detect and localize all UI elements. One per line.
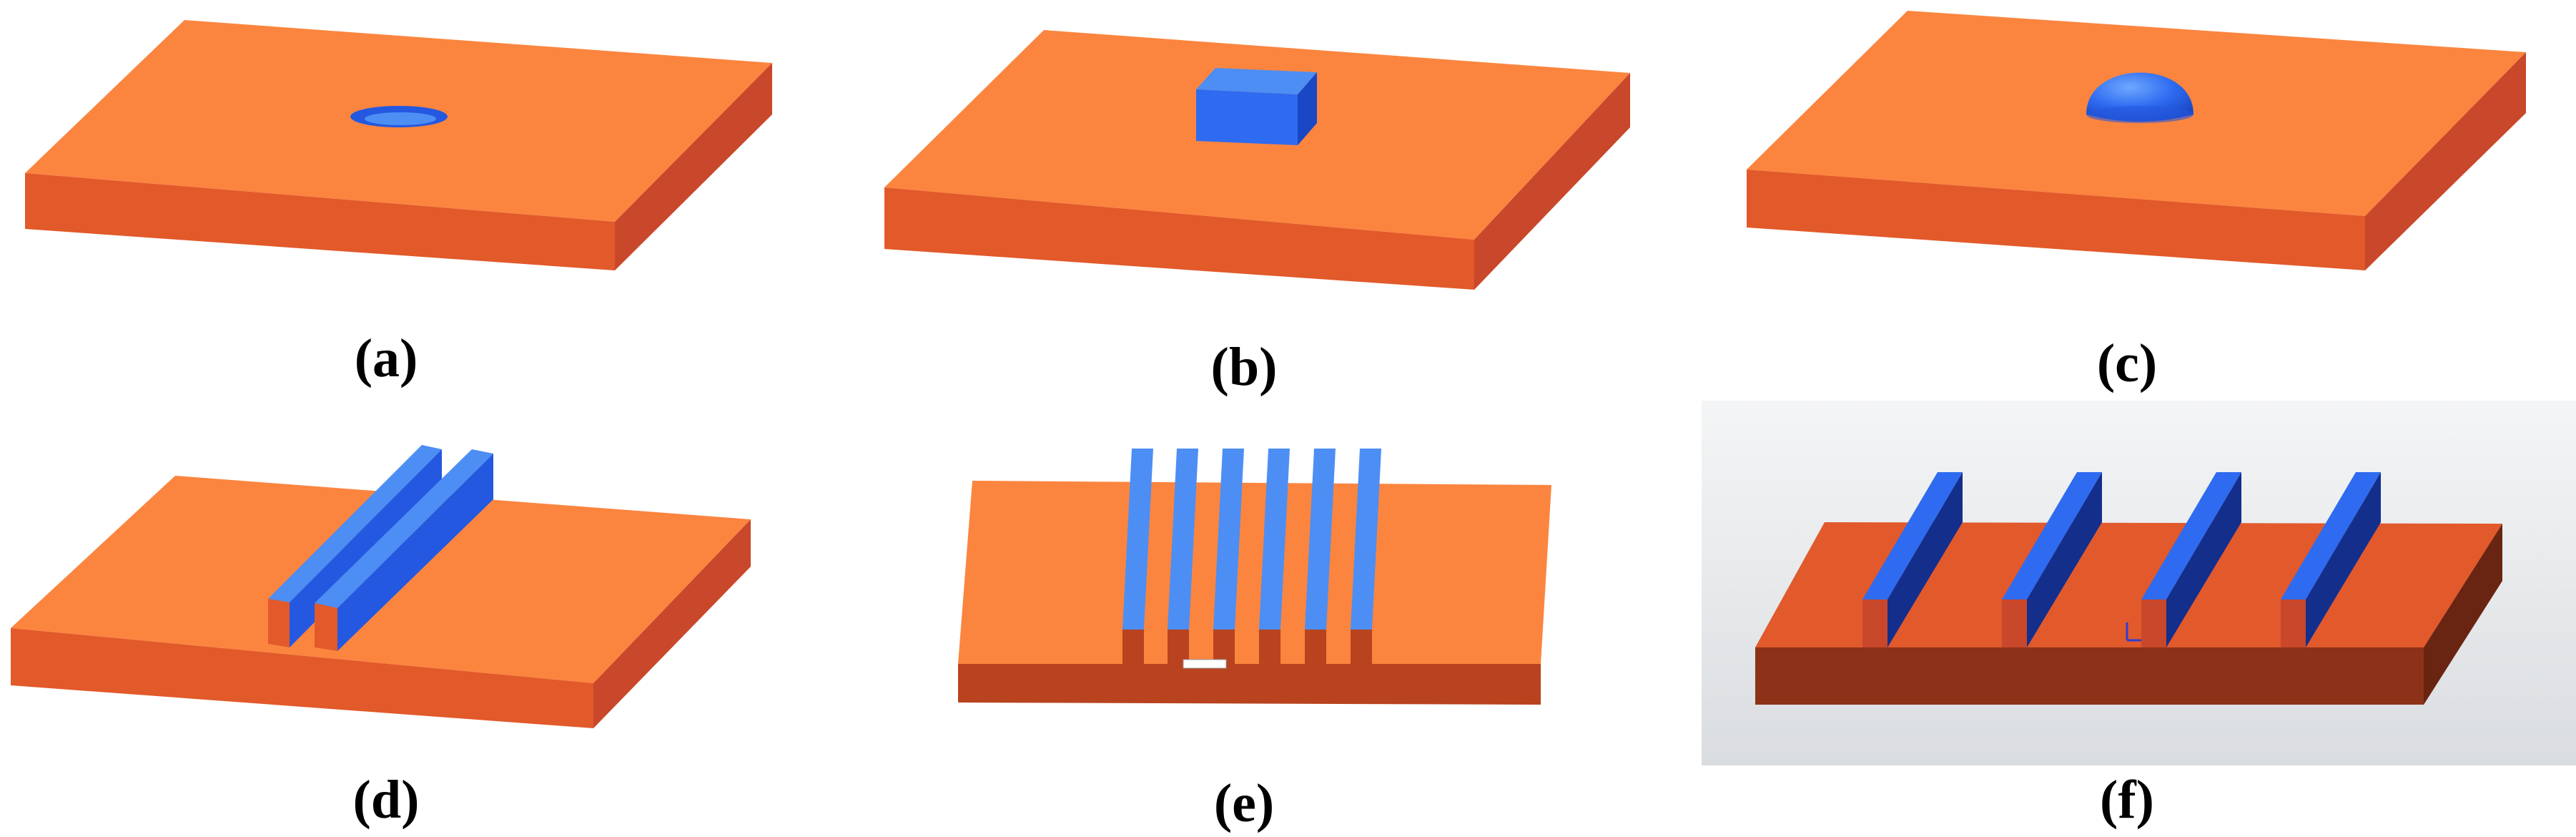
- panel-c-dome-base: [2086, 106, 2193, 123]
- panel-e-diagram: [958, 449, 1551, 705]
- panel-label-a: (a): [354, 328, 418, 388]
- panel-d-substrate-front: [11, 628, 593, 728]
- panel-d-rib-1-top: [268, 445, 442, 602]
- panel-label-f: (f): [2100, 770, 2154, 830]
- panel-label-b: (b): [1210, 337, 1278, 397]
- panel-f-fin-4: [2281, 472, 2381, 647]
- panel-e-rib-5: [1305, 449, 1336, 664]
- panel-f-substrate-front: [1755, 647, 2424, 705]
- panel-c-substrate-front: [1747, 170, 2365, 270]
- panel-e-rib-6: [1351, 449, 1381, 664]
- panel-f-fin-3: [2141, 472, 2241, 647]
- panel-f-axis-marker: [2126, 622, 2141, 642]
- panel-d-substrate-side: [593, 519, 751, 728]
- panel-b-cuboid-side: [1298, 72, 1317, 145]
- panel-c-substrate-side: [2365, 52, 2526, 270]
- panel-e-small-tag: [1183, 659, 1227, 669]
- panel-f-fin-2: [2002, 472, 2102, 647]
- panel-e-rib-3: [1213, 449, 1244, 664]
- panel-b-diagram: [884, 30, 1630, 290]
- panel-f-substrate-side: [2424, 524, 2502, 705]
- panel-b-substrate-side: [1474, 73, 1630, 290]
- panel-b-substrate-front: [884, 187, 1474, 290]
- panel-a-substrate-side: [615, 63, 772, 270]
- panel-e-rib-4: [1259, 449, 1290, 664]
- panel-d-rib-1-face: [268, 599, 290, 647]
- panel-e-substrate-top: [958, 481, 1551, 664]
- panel-b-cuboid-top: [1196, 68, 1317, 94]
- panel-a-dimple-inner: [365, 112, 436, 125]
- panel-d-rib-2-face: [315, 603, 337, 651]
- panel-d-rib-2-top: [315, 449, 493, 608]
- panel-f-fin-1: [1862, 472, 1963, 647]
- panel-e-rib-1: [1122, 449, 1153, 664]
- panel-label-d: (d): [352, 770, 420, 830]
- panel-label-e: (e): [1213, 773, 1275, 833]
- panel-a-substrate-front: [25, 173, 615, 270]
- panel-a-diagram: [25, 20, 772, 270]
- panel-d-diagram: [11, 445, 751, 728]
- panel-b-cuboid-front: [1196, 89, 1298, 145]
- panel-c-diagram: [1747, 11, 2526, 270]
- panel-label-c: (c): [2096, 333, 2158, 393]
- panel-e-substrate-front: [958, 664, 1541, 705]
- panel-d-rib-2-side: [337, 454, 493, 651]
- panel-e-rib-2: [1168, 449, 1198, 664]
- panel-f-diagram: [1702, 401, 2576, 765]
